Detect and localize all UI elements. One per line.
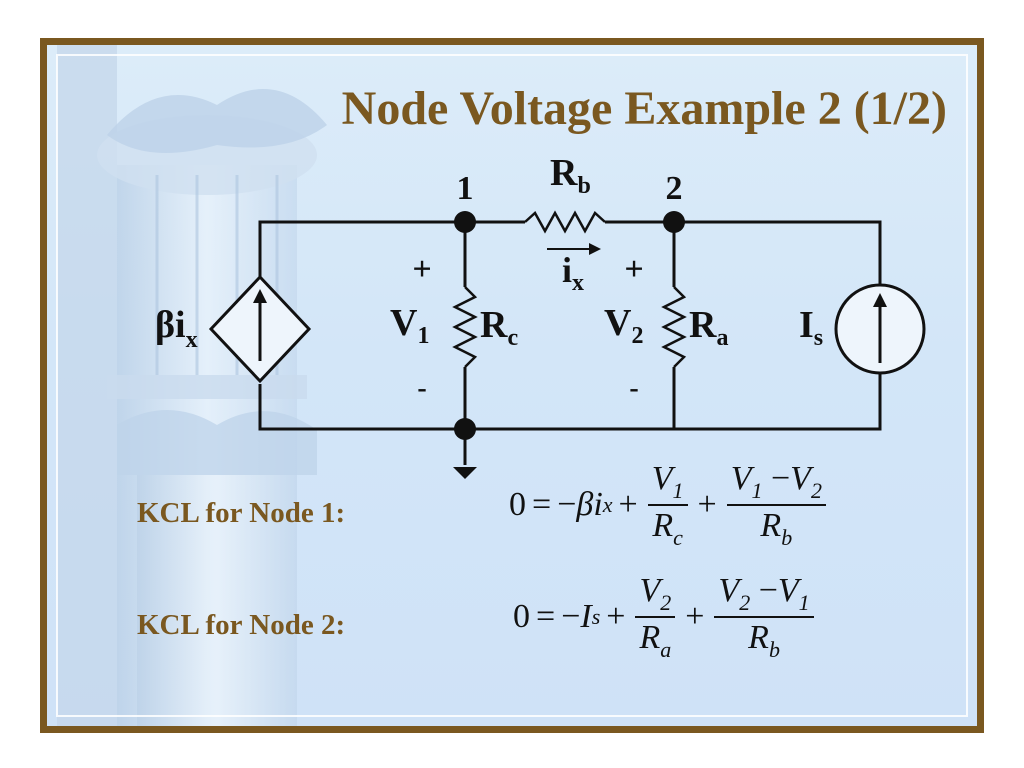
eq1-plus2: +: [697, 485, 717, 523]
eq2-f2-den-sub: b: [768, 636, 780, 662]
independent-current-source: [834, 283, 926, 375]
eq1-beta: β: [576, 485, 594, 523]
eq2-equals: =: [536, 597, 556, 635]
v2-label: V2: [604, 302, 643, 349]
resistor-rb: [524, 210, 606, 234]
eq2-f1-den-sub: a: [660, 636, 672, 662]
resistor-rc-label: Rc: [480, 304, 518, 351]
v1-minus: -: [417, 373, 426, 404]
eq2-sign: −: [561, 597, 581, 635]
ground-node-dot: [454, 418, 476, 440]
eq1-f2-num-a-sub: 1: [751, 477, 763, 503]
eq1-i-sub: x: [602, 491, 613, 517]
eq1-i: i: [593, 485, 603, 523]
eq1-equals: =: [532, 485, 552, 523]
slide-title: Node Voltage Example 2 (1/2): [341, 82, 947, 135]
slide-frame: Node Voltage Example 2 (1/2): [40, 38, 984, 733]
eq2-f2-num-a-sub: 2: [739, 589, 751, 615]
resistor-rb-label: Rb: [550, 152, 591, 199]
eq1-f1-num-sub: 1: [672, 477, 684, 503]
eq2-f1-num-sub: 2: [660, 589, 672, 615]
current-ix-label: ix: [562, 250, 584, 296]
eq2-plus2: +: [685, 597, 705, 635]
v1-label: V1: [390, 302, 429, 349]
v1-plus: +: [412, 251, 431, 288]
eq1-f2-num-a: V: [730, 460, 752, 497]
current-ix-arrow: [547, 243, 601, 255]
eq1-lhs: 0: [509, 485, 526, 523]
dependent-source-label: βix: [155, 304, 198, 353]
node-1-dot: [454, 211, 476, 233]
ground-icon: [453, 467, 477, 479]
node-1-label: 1: [457, 170, 474, 207]
eq1-f2-den: R: [760, 506, 782, 544]
v2-plus: +: [624, 251, 643, 288]
eq1-plus1: +: [618, 485, 638, 523]
resistor-ra-label: Ra: [689, 304, 728, 351]
node-2-dot: [663, 211, 685, 233]
eq1-f1-num: V: [651, 460, 673, 497]
eq2-I-sub: s: [591, 603, 601, 629]
eq1-f2-den-sub: b: [781, 524, 793, 550]
kcl-node1-label: KCL for Node 1:: [137, 497, 346, 529]
eq2-lhs: 0: [513, 597, 530, 635]
eq2-I: I: [580, 597, 592, 635]
eq1-f1-den-sub: c: [673, 524, 683, 550]
eq2-f2-num-b-sub: 1: [798, 589, 810, 615]
eq1-f2-num-b: V: [790, 460, 811, 497]
kcl-node2-label: KCL for Node 2:: [137, 609, 346, 641]
eq2-f1-den: R: [639, 618, 661, 656]
dependent-current-source: [208, 274, 312, 384]
eq2-f2-num-a: V: [718, 572, 740, 609]
eq1-fraction-2: V1 −V2 Rb: [726, 460, 826, 550]
eq2-f2-num-b: V: [777, 572, 799, 609]
node-2-label: 2: [666, 170, 683, 207]
current-source-label: Is: [799, 304, 823, 351]
eq1-fraction-1: V1 Rc: [647, 460, 688, 550]
eq2-f1-num: V: [639, 572, 661, 609]
eq2-fraction-1: V2 Ra: [635, 572, 676, 662]
resistor-ra: [661, 286, 687, 368]
resistor-rc: [452, 286, 478, 368]
eq2-f2-minus: −: [758, 572, 778, 609]
column-background-image: [57, 45, 327, 726]
eq1-f1-den: R: [652, 506, 674, 544]
eq2-plus1: +: [606, 597, 626, 635]
v2-minus: -: [629, 373, 638, 404]
eq2-f2-den: R: [748, 618, 769, 656]
eq1-sign: −: [557, 485, 577, 523]
eq1-f2-minus: −: [770, 460, 791, 497]
eq1-f2-num-b-sub: 2: [810, 477, 822, 503]
eq2-fraction-2: V2 −V1 Rb: [714, 572, 814, 662]
circuit-diagram: 1 2 Rb ix + V1 - Rc + V2 - Ra Is βix: [155, 152, 926, 479]
